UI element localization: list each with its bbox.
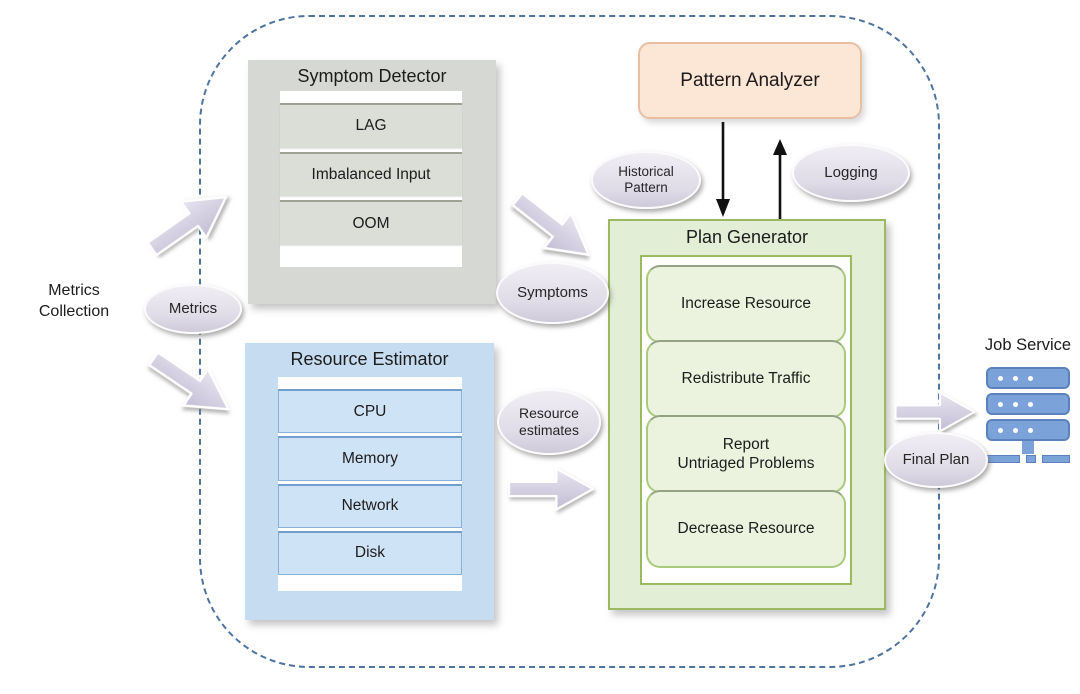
server-connector-icon bbox=[1022, 441, 1034, 454]
job-service-label: Job Service bbox=[984, 336, 1072, 354]
pattern-analyzer-box: Pattern Analyzer bbox=[638, 42, 862, 119]
symptom-detector-box: Symptom Detector LAG Imbalanced Input OO… bbox=[248, 60, 496, 304]
server-stack-icon bbox=[986, 367, 1071, 463]
final-plan-ellipse: Final Plan bbox=[884, 432, 988, 488]
job-service: Job Service bbox=[974, 336, 1080, 463]
metrics-collection-label: Metrics Collection bbox=[38, 282, 110, 320]
plan-card-increase-resource: Increase Resource bbox=[646, 265, 846, 343]
plan-generator-panel: Increase Resource Redistribute Traffic R… bbox=[640, 255, 852, 585]
resource-estimator-title: Resource Estimator bbox=[290, 349, 449, 369]
symptom-detector-panel: LAG Imbalanced Input OOM bbox=[280, 91, 462, 267]
server-bar-icon bbox=[986, 367, 1070, 389]
resource-estimator-panel: CPU Memory Network Disk bbox=[278, 377, 462, 591]
server-base-icon bbox=[986, 455, 1071, 463]
resource-row-network: Network bbox=[278, 483, 462, 528]
symptom-detector-title: Symptom Detector bbox=[297, 66, 447, 86]
arrow-estimates-to-plan-generator-icon bbox=[506, 464, 596, 514]
resource-row-disk: Disk bbox=[278, 530, 462, 575]
arrow-metrics-to-resource-estimator-icon bbox=[136, 335, 246, 433]
historical-pattern-ellipse: Historical Pattern bbox=[591, 151, 701, 209]
logging-ellipse: Logging bbox=[792, 144, 910, 202]
resource-row-memory: Memory bbox=[278, 436, 462, 481]
plan-card-report-untriaged-problems: Report Untriaged Problems bbox=[646, 415, 846, 493]
resource-row-cpu: CPU bbox=[278, 389, 462, 434]
arrow-metrics-to-symptom-detector-icon bbox=[134, 173, 244, 272]
resource-estimates-ellipse: Resource estimates bbox=[497, 389, 601, 455]
plan-card-decrease-resource: Decrease Resource bbox=[646, 490, 846, 568]
symptom-row-oom: OOM bbox=[280, 200, 462, 246]
symptom-row-lag: LAG bbox=[280, 103, 462, 148]
metrics-ellipse: Metrics bbox=[144, 284, 242, 334]
plan-generator-box: Plan Generator Increase Resource Redistr… bbox=[608, 219, 886, 610]
plan-generator-title: Plan Generator bbox=[685, 227, 809, 247]
arrow-final-plan-to-job-service-icon bbox=[893, 388, 977, 436]
symptom-row-imbalanced-input: Imbalanced Input bbox=[280, 151, 462, 197]
system-boundary bbox=[199, 15, 940, 668]
symptoms-ellipse: Symptoms bbox=[496, 262, 609, 324]
server-bar-icon bbox=[986, 393, 1070, 415]
arrow-symptoms-to-plan-generator-icon bbox=[499, 176, 608, 278]
server-bar-icon bbox=[986, 419, 1070, 441]
resource-estimator-box: Resource Estimator CPU Memory Network Di… bbox=[245, 343, 494, 620]
arrow-plan-to-analyzer-icon bbox=[773, 139, 787, 219]
arrow-analyzer-to-plan-icon bbox=[716, 122, 730, 217]
plan-card-redistribute-traffic: Redistribute Traffic bbox=[646, 340, 846, 418]
